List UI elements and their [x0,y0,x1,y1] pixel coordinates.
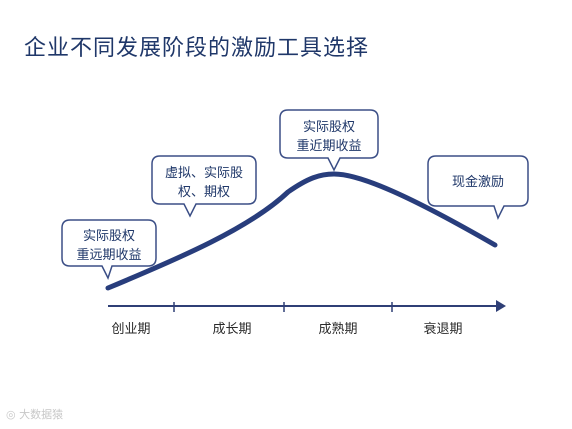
bubble-mature-line-2: 重近期收益 [296,138,361,154]
watermark: ◎ 大数据猿 [6,406,63,422]
bubble-startup-shape [61,219,157,280]
stage-label-growth: 成长期 [212,322,251,337]
bubble-growth: 虚拟、实际股 权、期权 [151,155,257,218]
watermark-logo-icon: ◎ [6,408,16,421]
bubble-growth-line-2: 权、期权 [178,184,230,200]
watermark-text: 大数据猿 [19,408,64,421]
timeline-arrowhead [496,300,506,312]
bubble-startup-line-1: 实际股权 [83,228,135,244]
stage-label-decline: 衰退期 [423,321,462,337]
bubble-growth-shape [151,155,257,218]
page-title: 企业不同发展阶段的激励工具选择 [24,36,370,61]
stage-label-startup: 创业期 [111,322,150,337]
bubble-decline: 现金激励 [427,155,529,220]
bubble-decline-line-1: 现金激励 [452,174,504,190]
bubble-startup: 实际股权 重远期收益 [61,219,157,280]
bubble-mature: 实际股权 重近期收益 [279,109,379,172]
bubble-growth-line-1: 虚拟、实际股 [165,166,243,181]
bubble-mature-line-1: 实际股权 [303,119,355,135]
bubble-mature-shape [279,109,379,172]
stage-label-mature: 成熟期 [318,321,357,337]
bubble-decline-shape [427,155,529,220]
bubble-startup-line-2: 重远期收益 [76,247,141,263]
lifecycle-curve [105,171,498,291]
